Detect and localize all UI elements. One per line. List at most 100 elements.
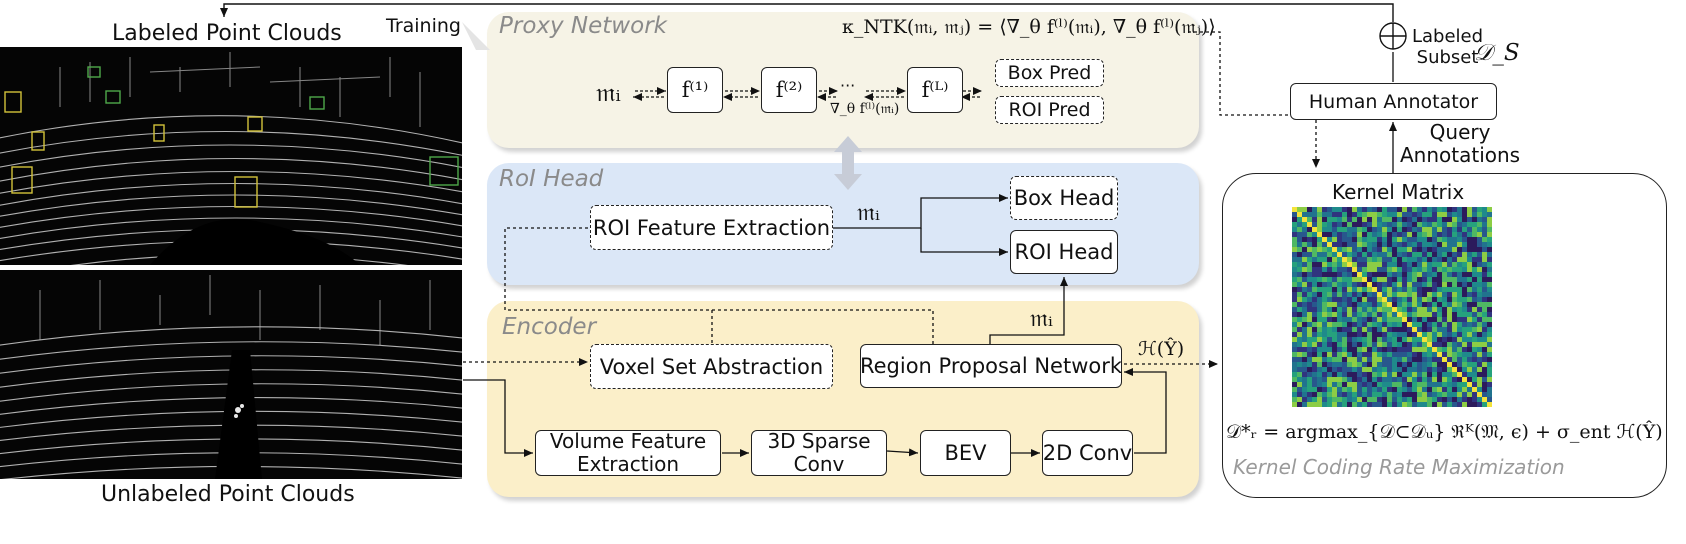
kernel-cell: [1337, 227, 1342, 232]
kernel-cell: [1412, 347, 1417, 352]
proxy-input-m: 𝔪ᵢ: [596, 78, 621, 108]
kernel-cell: [1442, 402, 1447, 407]
kernel-cell: [1452, 287, 1457, 292]
kernel-cell: [1467, 302, 1472, 307]
kernel-cell: [1362, 297, 1367, 302]
human-annotator-box: Human Annotator: [1290, 83, 1497, 120]
kernel-cell: [1457, 327, 1462, 332]
kernel-cell: [1447, 277, 1452, 282]
kernel-cell: [1402, 362, 1407, 367]
kernel-cell: [1422, 307, 1427, 312]
kernel-cell: [1372, 267, 1377, 272]
kernel-cell: [1342, 257, 1347, 262]
kernel-cell: [1307, 402, 1312, 407]
kernel-cell: [1367, 292, 1372, 297]
kernel-cell: [1437, 262, 1442, 267]
kernel-cell: [1352, 307, 1357, 312]
kernel-cell: [1352, 367, 1357, 372]
kernel-cell: [1482, 392, 1487, 397]
kernel-cell: [1397, 337, 1402, 342]
kernel-cell: [1462, 212, 1467, 217]
kernel-cell: [1457, 282, 1462, 287]
kernel-cell: [1337, 212, 1342, 217]
kernel-cell: [1342, 272, 1347, 277]
kernel-cell: [1342, 387, 1347, 392]
kernel-cell: [1322, 322, 1327, 327]
kernel-cell: [1327, 257, 1332, 262]
kernel-cell: [1382, 242, 1387, 247]
kernel-cell: [1332, 372, 1337, 377]
kernel-cell: [1452, 312, 1457, 317]
kernel-cell: [1472, 267, 1477, 272]
kernel-cell: [1362, 387, 1367, 392]
kernel-cell: [1477, 327, 1482, 332]
kernel-cell: [1437, 277, 1442, 282]
training-label: Training: [386, 15, 461, 37]
kernel-cell: [1447, 357, 1452, 362]
kernel-cell: [1372, 297, 1377, 302]
kernel-cell: [1407, 357, 1412, 362]
kernel-cell: [1452, 302, 1457, 307]
kernel-cell: [1312, 302, 1317, 307]
kernel-cell: [1462, 242, 1467, 247]
kernel-cell: [1402, 382, 1407, 387]
kernel-cell: [1362, 317, 1367, 322]
kernel-cell: [1302, 222, 1307, 227]
kernel-cell: [1342, 237, 1347, 242]
kernel-cell: [1337, 347, 1342, 352]
kernel-cell: [1352, 282, 1357, 287]
kernel-cell: [1352, 257, 1357, 262]
kernel-cell: [1472, 262, 1477, 267]
kernel-cell: [1407, 292, 1412, 297]
kernel-cell: [1417, 367, 1422, 372]
kernel-cell: [1377, 317, 1382, 322]
kernel-cell: [1432, 272, 1437, 277]
kernel-cell: [1427, 207, 1432, 212]
kernel-cell: [1307, 357, 1312, 362]
kernel-cell: [1412, 277, 1417, 282]
kernel-cell: [1417, 357, 1422, 362]
kernel-cell: [1297, 317, 1302, 322]
kernel-cell: [1457, 292, 1462, 297]
kernel-cell: [1417, 217, 1422, 222]
kernel-cell: [1302, 217, 1307, 222]
kernel-cell: [1382, 212, 1387, 217]
kernel-cell: [1447, 402, 1452, 407]
kernel-cell: [1392, 287, 1397, 292]
kernel-cell: [1332, 317, 1337, 322]
kernel-cell: [1392, 332, 1397, 337]
kernel-cell: [1347, 337, 1352, 342]
kernel-cell: [1452, 207, 1457, 212]
kernel-cell: [1297, 207, 1302, 212]
box-pred-box: Box Pred: [995, 59, 1104, 87]
kernel-cell: [1392, 307, 1397, 312]
kernel-cell: [1342, 332, 1347, 337]
kernel-cell: [1472, 367, 1477, 372]
kernel-cell: [1382, 362, 1387, 367]
kernel-cell: [1377, 282, 1382, 287]
kernel-cell: [1447, 207, 1452, 212]
kernel-cell: [1407, 257, 1412, 262]
kernel-cell: [1392, 237, 1397, 242]
kernel-cell: [1427, 212, 1432, 217]
kernel-cell: [1467, 282, 1472, 287]
kernel-cell: [1322, 377, 1327, 382]
kernel-cell: [1477, 282, 1482, 287]
kernel-cell: [1422, 287, 1427, 292]
kernel-cell: [1487, 257, 1492, 262]
kernel-cell: [1302, 382, 1307, 387]
kernel-cell: [1422, 282, 1427, 287]
kernel-cell: [1357, 342, 1362, 347]
kernel-cell: [1482, 217, 1487, 222]
kernel-cell: [1342, 282, 1347, 287]
kernel-cell: [1307, 287, 1312, 292]
kernel-cell: [1487, 357, 1492, 362]
kernel-cell: [1447, 387, 1452, 392]
kernel-cell: [1427, 242, 1432, 247]
kernel-cell: [1402, 397, 1407, 402]
kernel-cell: [1307, 272, 1312, 277]
kernel-cell: [1347, 212, 1352, 217]
kernel-cell: [1482, 252, 1487, 257]
kernel-cell: [1362, 237, 1367, 242]
kernel-cell: [1397, 267, 1402, 272]
